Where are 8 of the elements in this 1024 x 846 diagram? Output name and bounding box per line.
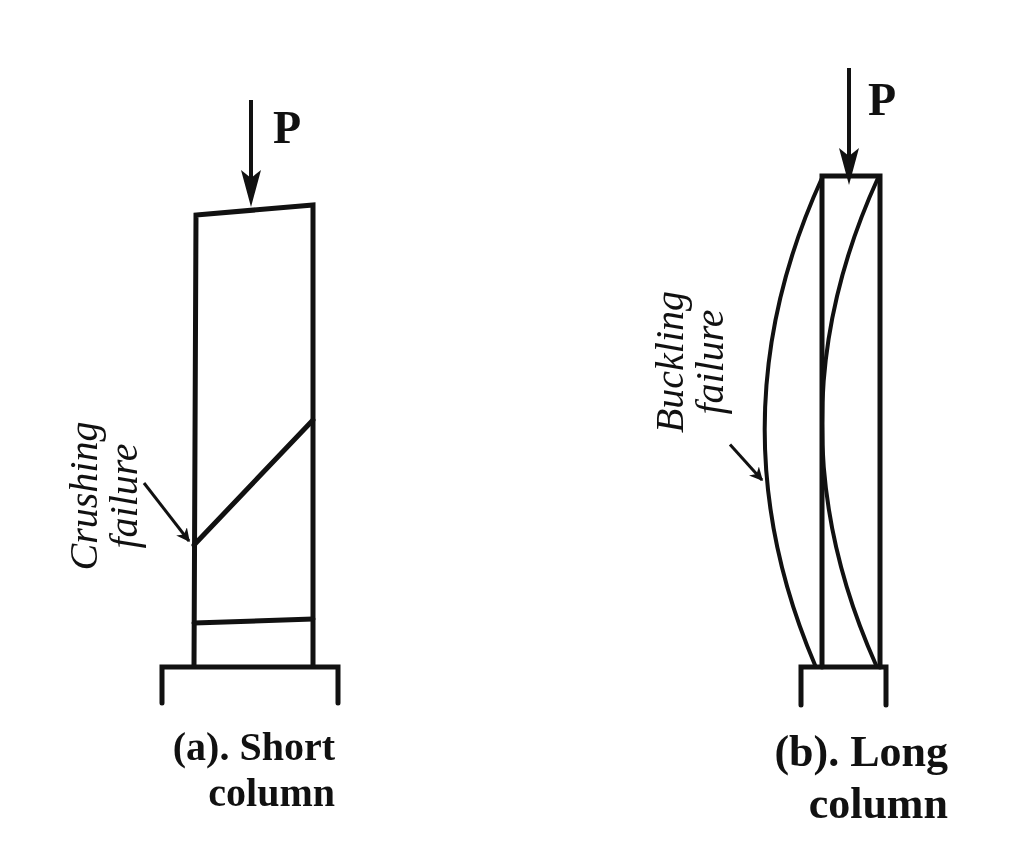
buckled-column-drawing (762, 173, 883, 670)
leader-arrow (728, 443, 764, 481)
load-label: P (273, 105, 302, 151)
load-label: P (868, 77, 897, 123)
figure-caption: (a). Short column (171, 724, 335, 816)
annotation-label: Crushing failure (64, 411, 144, 581)
annotation-label: Buckling failure (650, 279, 730, 445)
figure-caption: (b). Long column (773, 726, 948, 830)
